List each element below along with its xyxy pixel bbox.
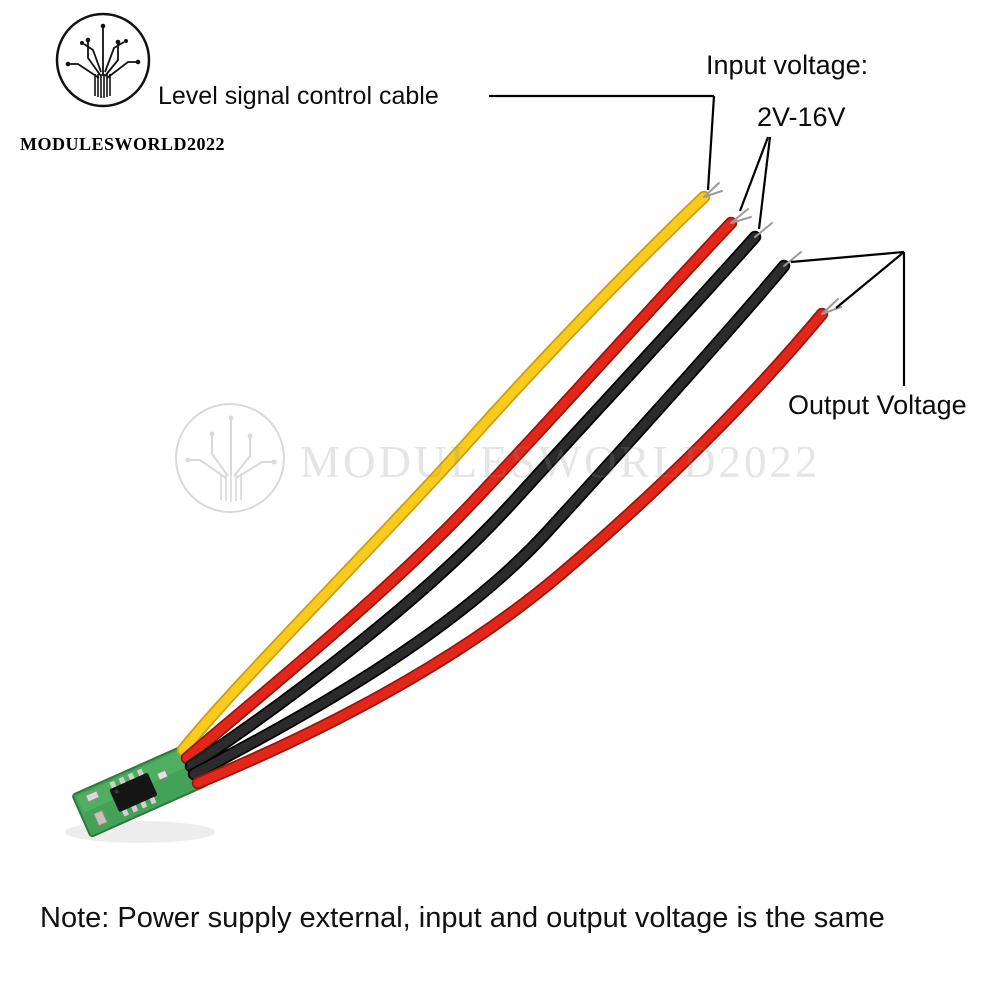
output-wire-red: [191, 298, 842, 790]
input-voltage-label: Input voltage:: [706, 50, 869, 80]
input-wire-black: [184, 222, 773, 773]
level-signal-wire-yellow: [176, 182, 723, 757]
input-voltage-leader: [757, 136, 772, 230]
level-signal-label: Level signal control cable: [158, 82, 439, 110]
bare-wire-tip: [703, 190, 723, 198]
passive-component: [93, 809, 108, 827]
output-voltage-leader: [790, 250, 905, 264]
output-voltage-leader: [835, 251, 905, 309]
level-signal-leader: [706, 95, 716, 191]
watermark: MODULESWORLD2022: [175, 403, 820, 513]
bare-wire-tip: [821, 298, 839, 315]
passive-component: [84, 790, 101, 803]
watermark-text: MODULESWORLD2022: [300, 437, 820, 487]
leader-lines: [489, 94, 906, 386]
output-voltage-label: Output Voltage: [788, 390, 967, 420]
ic-chip: [109, 768, 158, 817]
bare-wire-tip: [730, 216, 752, 224]
passive-component: [156, 769, 169, 781]
bare-wire-tip: [730, 208, 749, 224]
brand-logo-text: MODULESWORLD2022: [20, 134, 226, 154]
pcb-module: [72, 742, 208, 838]
note-label: Note: Power supply external, input and o…: [40, 902, 885, 934]
bare-wire-tip: [783, 251, 802, 267]
output-wire-black: [187, 251, 802, 781]
input-voltage-range-label: 2V-16V: [757, 102, 846, 132]
bare-wire-tip: [703, 182, 720, 198]
input-wire-red: [180, 208, 752, 765]
bare-wire-tip: [821, 306, 842, 315]
input-voltage-leader: [738, 136, 770, 212]
brand-logo-icon: [55, 12, 151, 108]
bare-wire-tip: [754, 222, 773, 238]
watermark-logo-icon: [175, 403, 285, 513]
